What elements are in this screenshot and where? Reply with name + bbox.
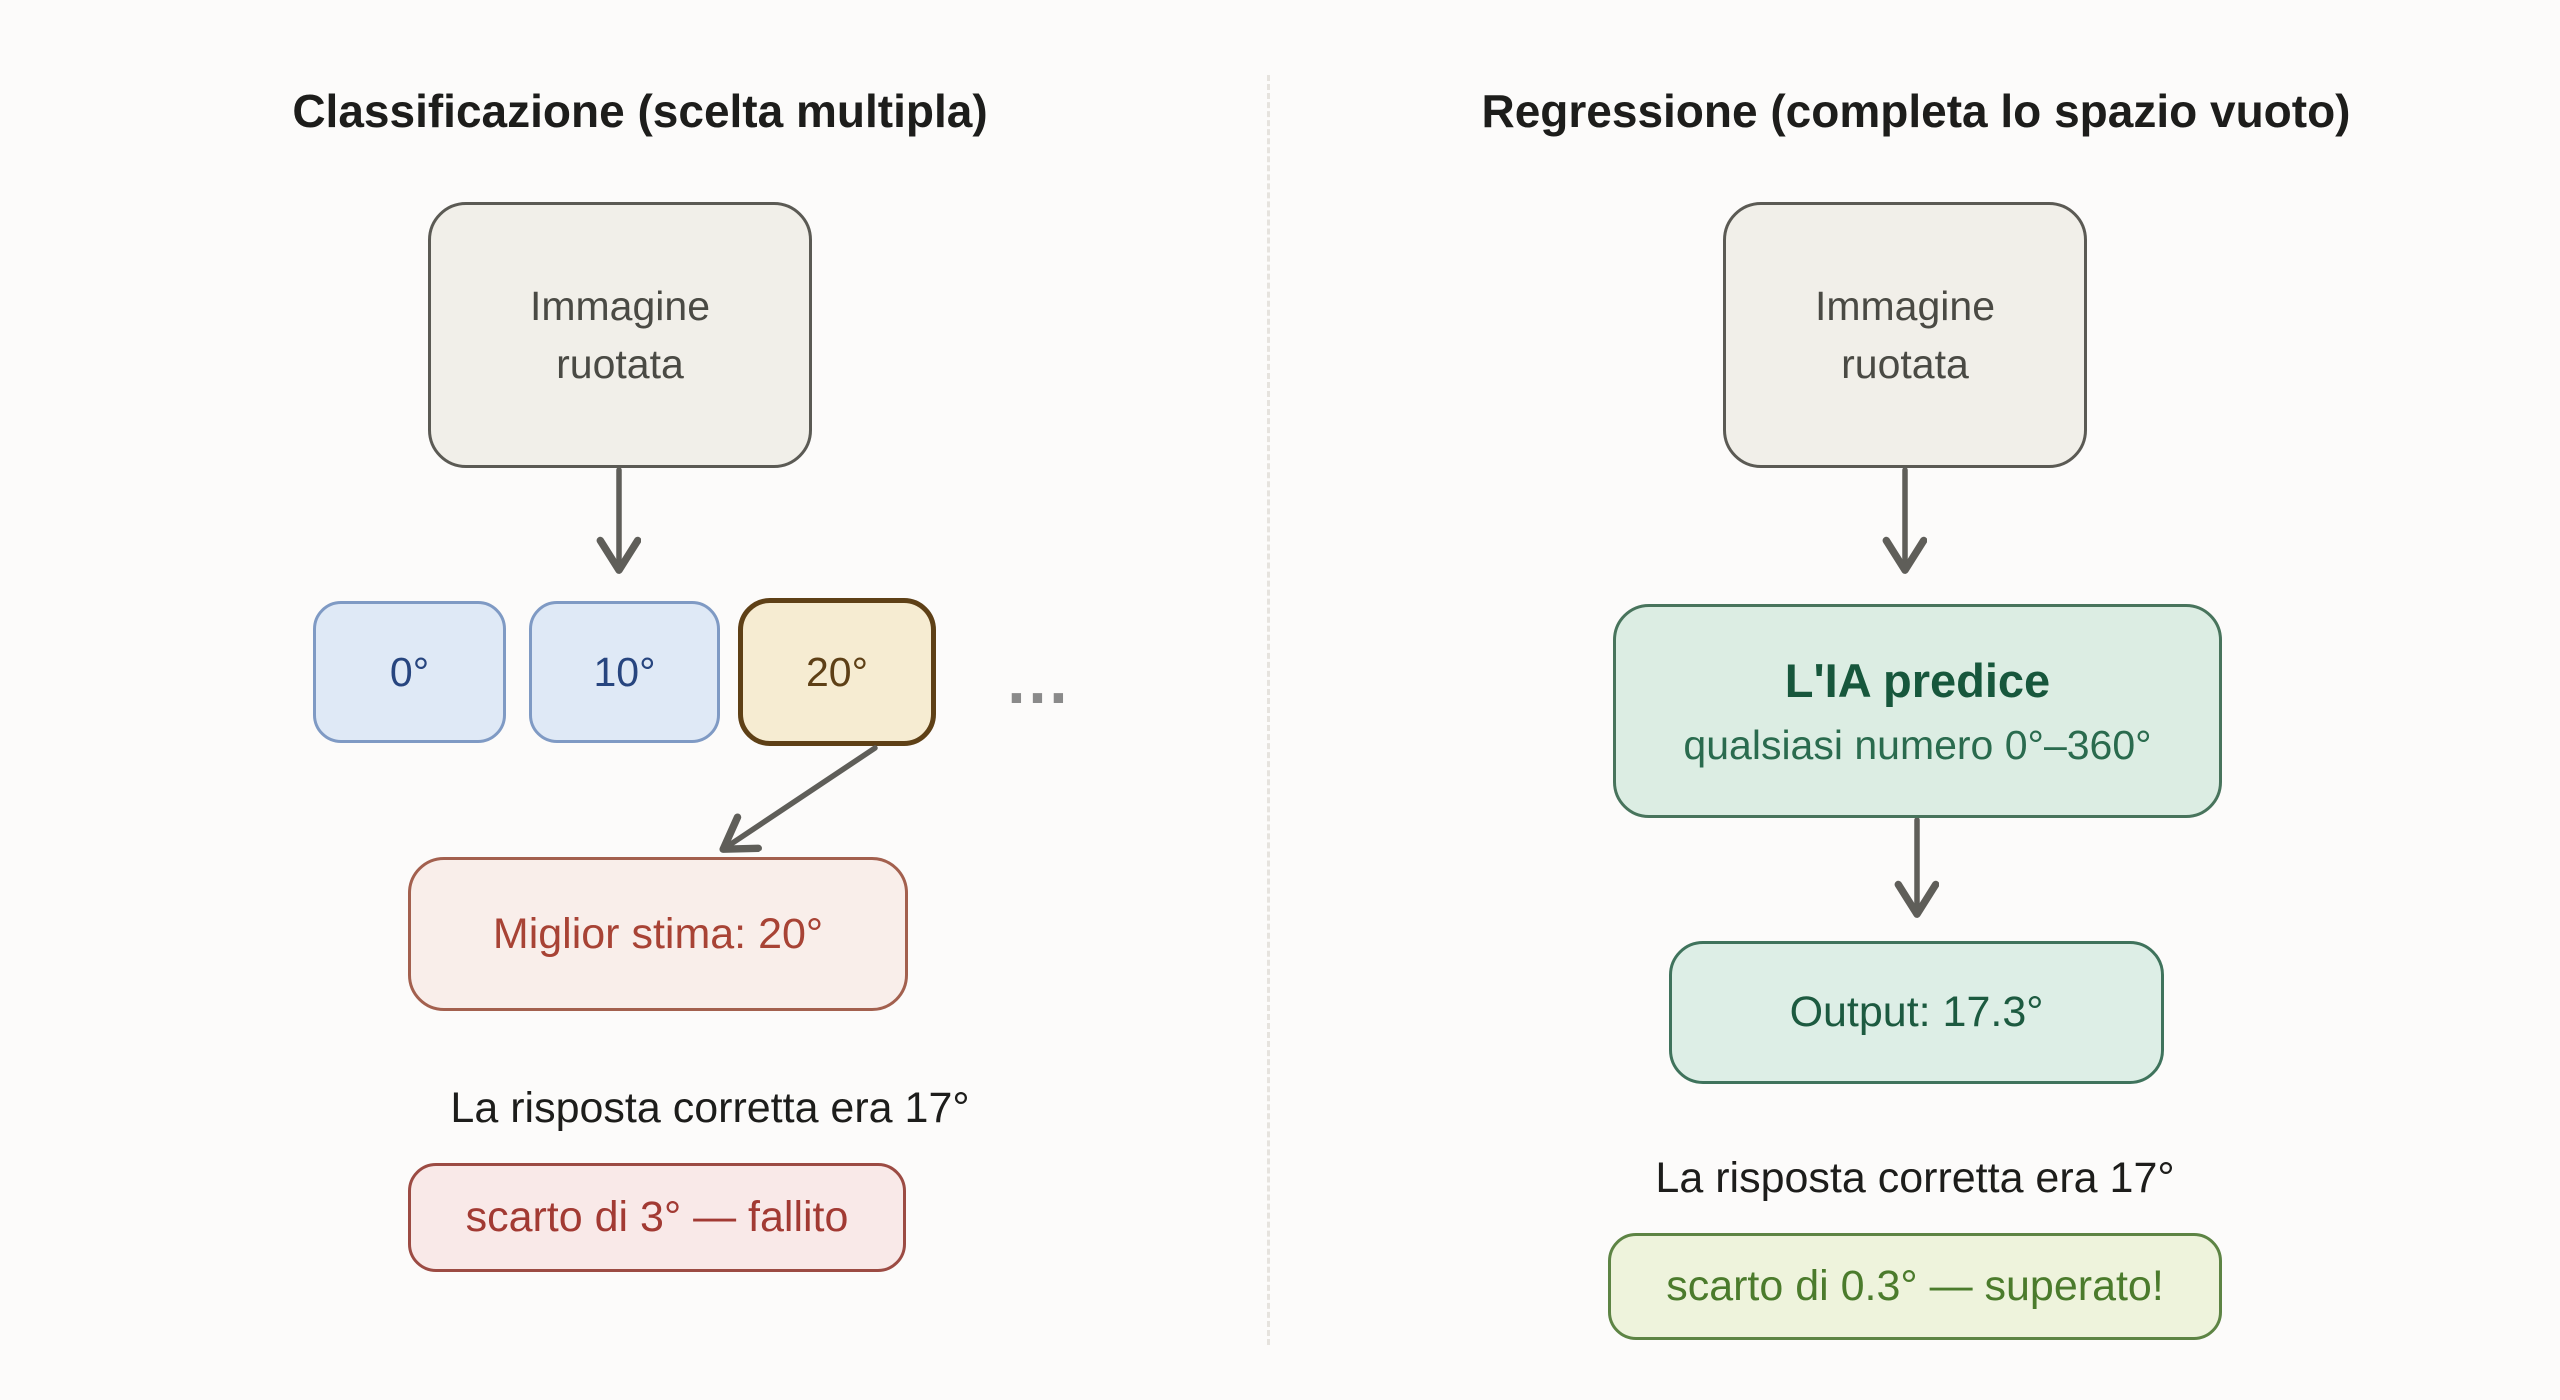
option-20deg-selected: 20° [738,598,936,746]
classification-caption: La risposta corretta era 17° [450,1084,970,1132]
fail-result-box: scarto di 3° — fallito [408,1163,906,1272]
option-10deg: 10° [529,601,720,743]
arrow-down-icon [1874,467,1938,592]
predict-box-subtitle: qualsiasi numero 0°–360° [1683,722,2152,768]
predict-box-title: L'IA predice [1784,654,2051,707]
arrow-diagonal-icon [693,745,878,868]
arrow-down-icon [1886,818,1950,936]
predict-box: L'IA predice qualsiasi numero 0°–360° [1613,604,2222,818]
regression-title: Regressione (completa lo spazio vuoto) [1481,85,2351,137]
best-guess-box: Miglior stima: 20° [408,857,908,1011]
option-0deg: 0° [313,601,506,743]
arrow-down-icon [588,467,652,592]
panel-divider [1267,75,1270,1345]
output-box: Output: 17.3° [1669,941,2164,1084]
regression-caption: La risposta corretta era 17° [1655,1154,2175,1202]
regression-input-box: Immagine ruotata [1723,202,2087,468]
ellipsis-icon: … [1004,643,1076,717]
pass-result-box: scarto di 0.3° — superato! [1608,1233,2222,1340]
classification-input-box: Immagine ruotata [428,202,812,468]
classification-title: Classificazione (scelta multipla) [292,85,988,137]
